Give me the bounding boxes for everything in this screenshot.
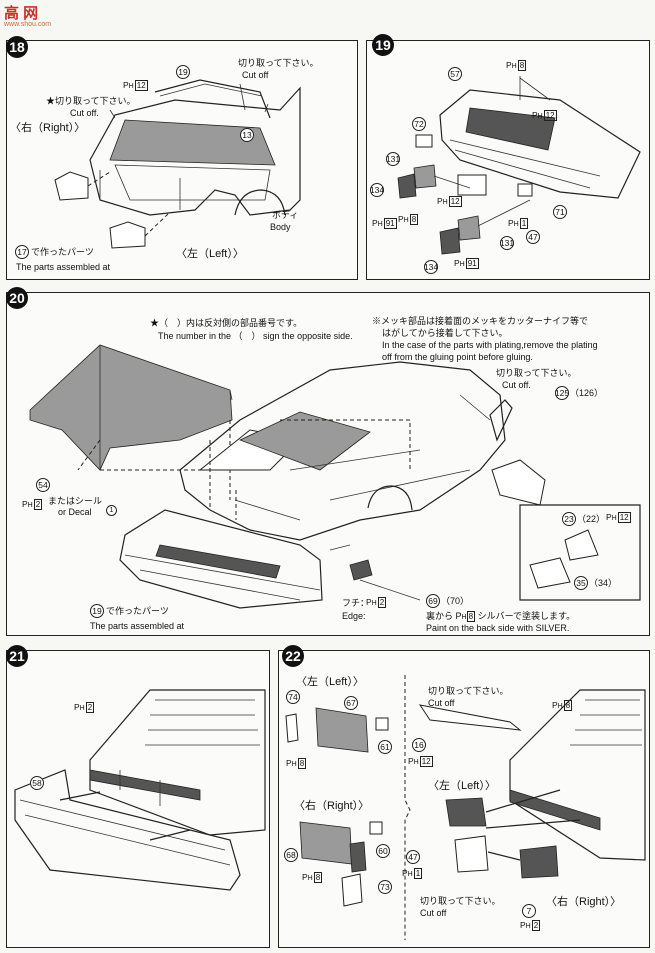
step-22-part-16: 16 [412,738,426,752]
step-20-ref-19: 19 [90,604,104,618]
step-20-note2-jp: ※メッキ部品は接着面のメッキをカッターナイフ等で [372,316,589,326]
step-20-part-54: 54 [36,478,50,492]
step-21-number: 21 [6,645,28,667]
step-22-cut-en: Cut off [428,698,455,708]
step-19-part-134-a: 134 [369,183,385,197]
step-18-ref-17: 17 [15,245,29,259]
step-22-part-61: 61 [378,740,392,754]
step-18-assembled-jp: で作ったパーツ [31,247,94,257]
step-20-part-22: （22） [577,514,606,524]
step-19-number: 19 [372,34,394,56]
step-19-part-72: 72 [412,117,426,131]
step-20-note1-jp: ★（ ）内は反対側の部品番号です。 [150,318,303,328]
step-18-number: 18 [6,36,28,58]
step-22-part-60: 60 [376,844,390,858]
step-22-right-label-2: 〈右（Right）〉 [546,896,622,908]
step-21-panel [6,650,270,948]
step-20-decal-en: or Decal [58,507,92,517]
step-20-part-34: （34） [589,578,618,588]
step-22-right-label-1: 〈右（Right）〉 [294,800,370,812]
step-22-part-67: 67 [344,696,358,710]
step-20-number: 20 [6,287,28,309]
step-22-part-73: 73 [378,880,392,894]
step-18-body-en: Body [270,222,291,232]
step-20-cut-jp: 切り取って下さい。 [496,368,577,378]
step-20-note2-en2: off from the gluing point before gluing. [382,352,533,362]
step-22-cut-jp: 切り取って下さい。 [428,686,509,696]
step-18-right-label: 〈右（Right）〉 [10,122,86,134]
step-19-part-47: 47 [526,230,540,244]
step-20-part-125: 125 [554,386,570,400]
step-20-part-126: （126） [570,388,604,398]
step-22-cut2-jp: 切り取って下さい。 [420,896,501,906]
step-20-part-69: 69 [426,594,440,608]
step-20-part-35: 35 [574,576,588,590]
step-19-part-134-b: 134 [423,260,439,274]
step-22-cut2-en: Cut off [420,908,447,918]
step-22-part-74: 74 [286,690,300,704]
step-18-left-label: 〈左（Left）〉 [176,248,244,260]
step-18-assembled-en: The parts assembled at [16,262,111,272]
step-22-part-7: 7 [522,904,536,918]
step-18-body-jp: ボディ [272,210,299,220]
step-20-note2-en: In the case of the parts with plating,re… [382,340,598,350]
step-19-part-71: 71 [553,205,567,219]
step-21-part-58: 58 [30,776,44,790]
step-20-cut-en: Cut off. [502,380,531,390]
step-18-cut-en: Cut off [242,70,269,80]
step-19-part-57: 57 [448,67,462,81]
step-22-left-label-1: 〈左（Left）〉 [296,676,364,688]
step-22-number: 22 [282,645,304,667]
step-18-cut-jp: 切り取って下さい。 [238,58,319,68]
step-22-part-68: 68 [284,848,298,862]
step-20-silver-en: Paint on the back side with SILVER. [426,623,570,633]
step-20-part-70: （70） [441,596,470,606]
step-20-note1-en: The number in the （ ） sign the opposite … [158,331,353,341]
step-22-left-label-2: 〈左（Left）〉 [428,780,496,792]
step-20-edge-en: Edge: [342,611,366,621]
step-20-decal-num: 1 [106,505,117,516]
step-20-assembled-jp: で作ったパーツ [106,606,169,616]
step-20-note2-jp2: はがしてから接着して下さい。 [382,328,508,338]
step-20-edge-jp: フチ： [342,598,370,608]
step-20-part-23: 23 [562,512,576,526]
step-22-part-47: 47 [406,850,420,864]
step-18-part-19: 19 [176,65,190,79]
step-19-part-131-a: 131 [385,152,401,166]
step-19-part-131-b: 131 [499,236,515,250]
step-18-cut2-en: Cut off. [70,108,99,118]
step-20-assembled-en: The parts assembled at [90,621,185,631]
step-18-cut2-jp: ★切り取って下さい。 [46,96,136,106]
step-20-decal-jp: またはシール [48,496,103,506]
step-18-part-13: 13 [240,128,254,142]
